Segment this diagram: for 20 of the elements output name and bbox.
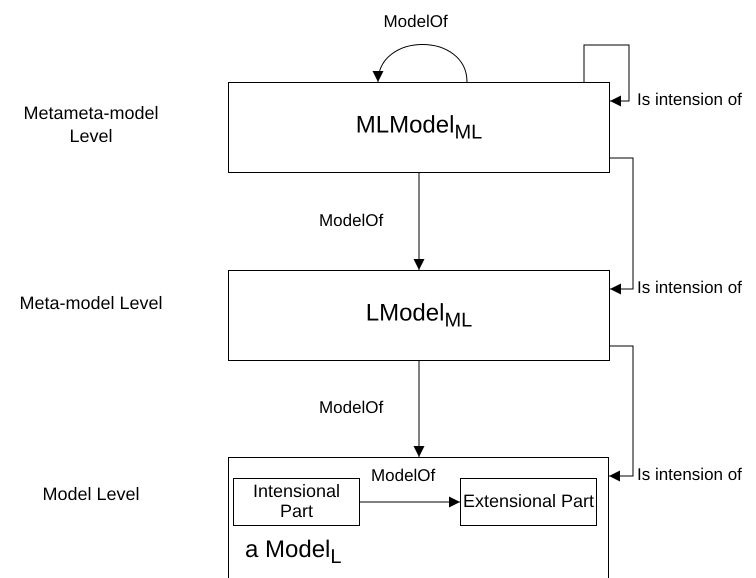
arrow bbox=[360, 496, 460, 508]
arrow bbox=[584, 44, 630, 106]
node-text: LModel$_{ML}$ bbox=[364, 300, 474, 331]
part-box bbox=[233, 478, 360, 526]
part-box bbox=[460, 478, 597, 526]
node-text: a Model$_{L}$ bbox=[245, 536, 342, 569]
arrow bbox=[414, 172, 424, 270]
node-text: MLModel$_{ML}$ bbox=[354, 112, 484, 143]
level-label: Metameta-model Level bbox=[22, 102, 160, 148]
node-text: Intensional Part bbox=[252, 482, 342, 522]
node-text: Extensional Part bbox=[462, 492, 596, 512]
arrow bbox=[374, 44, 468, 82]
arrow bbox=[414, 360, 424, 458]
arrow bbox=[610, 158, 634, 294]
model-container bbox=[228, 457, 609, 578]
level-label: Meta-model Level bbox=[18, 292, 164, 315]
level-label: Model Level bbox=[41, 483, 141, 506]
model-box bbox=[228, 82, 610, 173]
model-box bbox=[228, 270, 610, 361]
arrow bbox=[608, 346, 634, 482]
